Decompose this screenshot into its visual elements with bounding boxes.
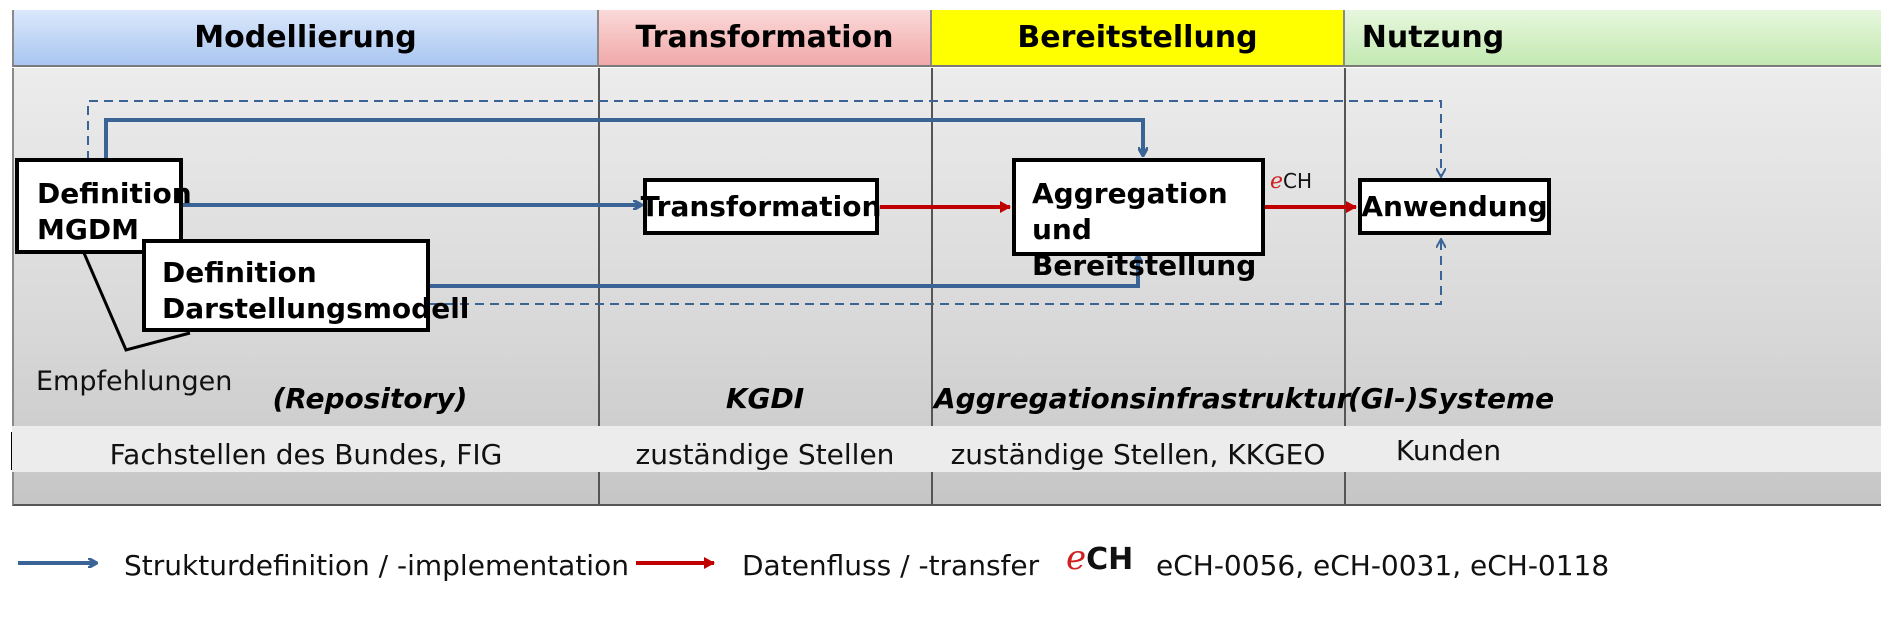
box-anwendung: Anwendung xyxy=(1358,178,1551,235)
responsibilities-row xyxy=(12,426,1881,472)
dashed-arrow-bottom xyxy=(430,240,1441,305)
ech-logo-legend-ch: CH xyxy=(1086,542,1134,577)
ech-logo-small-ch: CH xyxy=(1283,169,1313,193)
box-aggregation-line1: Aggregation und xyxy=(1032,177,1228,246)
legend-struktur-label: Strukturdefinition / -implementation xyxy=(124,549,629,582)
responsibility-bereitstellung: zuständige Stellen, KKGEO xyxy=(950,438,1326,471)
box-anwendung-label: Anwendung xyxy=(1361,190,1548,223)
responsibility-nutzung: Kunden xyxy=(1395,434,1502,467)
label-gi-systeme: (GI-)Systeme xyxy=(1347,382,1555,415)
header-modellierung-label: Modellierung xyxy=(194,20,417,55)
label-aggregationsinfrastruktur: Aggregationsinfrastruktur xyxy=(934,382,1351,415)
header-transformation: Transformation xyxy=(599,10,932,67)
struktur-arrow-top xyxy=(104,118,1143,160)
box-transformation: Transformation xyxy=(640,178,882,235)
label-empfehlungen: Empfehlungen xyxy=(36,366,233,397)
ech-logo-small-e: e xyxy=(1270,169,1284,194)
legend-daten-label: Datenfluss / -transfer xyxy=(742,549,1040,582)
box-transformation-label: Transformation xyxy=(640,190,882,223)
box-aggregation-line2: Bereitstellung xyxy=(1032,249,1257,282)
struktur-arrow-darstellung-aggregation xyxy=(430,256,1138,288)
column-divider-3 xyxy=(1344,68,1346,506)
label-kgdi: KGDI xyxy=(725,382,805,415)
ech-logo-small: eCH xyxy=(1270,170,1312,193)
responsibility-modellierung: Fachstellen des Bundes, FIG xyxy=(109,438,503,471)
ech-logo-legend: eCH xyxy=(1066,541,1133,577)
header-nutzung: Nutzung xyxy=(1345,10,1881,67)
ech-logo-legend-e: e xyxy=(1066,538,1087,578)
label-repository: (Repository) xyxy=(272,382,468,415)
header-bereitstellung-label: Bereitstellung xyxy=(1017,20,1258,55)
box-definition-darstellungsmodell: Definition Darstellungsmodell xyxy=(142,239,470,332)
box-aggregation-bereitstellung: Aggregation und Bereitstellung xyxy=(1012,158,1265,282)
responsibility-transformation: zuständige Stellen xyxy=(635,438,895,471)
box-definition-darstellung-line2: Darstellungsmodell xyxy=(162,292,470,325)
empfehlungen-connector xyxy=(82,252,191,352)
header-bereitstellung: Bereitstellung xyxy=(932,10,1345,67)
box-definition-mgdm: Definition MGDM xyxy=(15,158,192,254)
header-nutzung-label: Nutzung xyxy=(1361,20,1505,55)
legend-standards-label: eCH-0056, eCH-0031, eCH-0118 xyxy=(1156,549,1610,582)
dashed-arrow-top xyxy=(87,100,1441,176)
box-definition-darstellung-line1: Definition xyxy=(162,256,317,289)
box-definition-mgdm-line2: MGDM xyxy=(37,213,139,246)
box-definition-mgdm-line1: Definition xyxy=(37,177,192,210)
header-transformation-label: Transformation xyxy=(635,20,894,55)
header-modellierung: Modellierung xyxy=(12,10,599,67)
